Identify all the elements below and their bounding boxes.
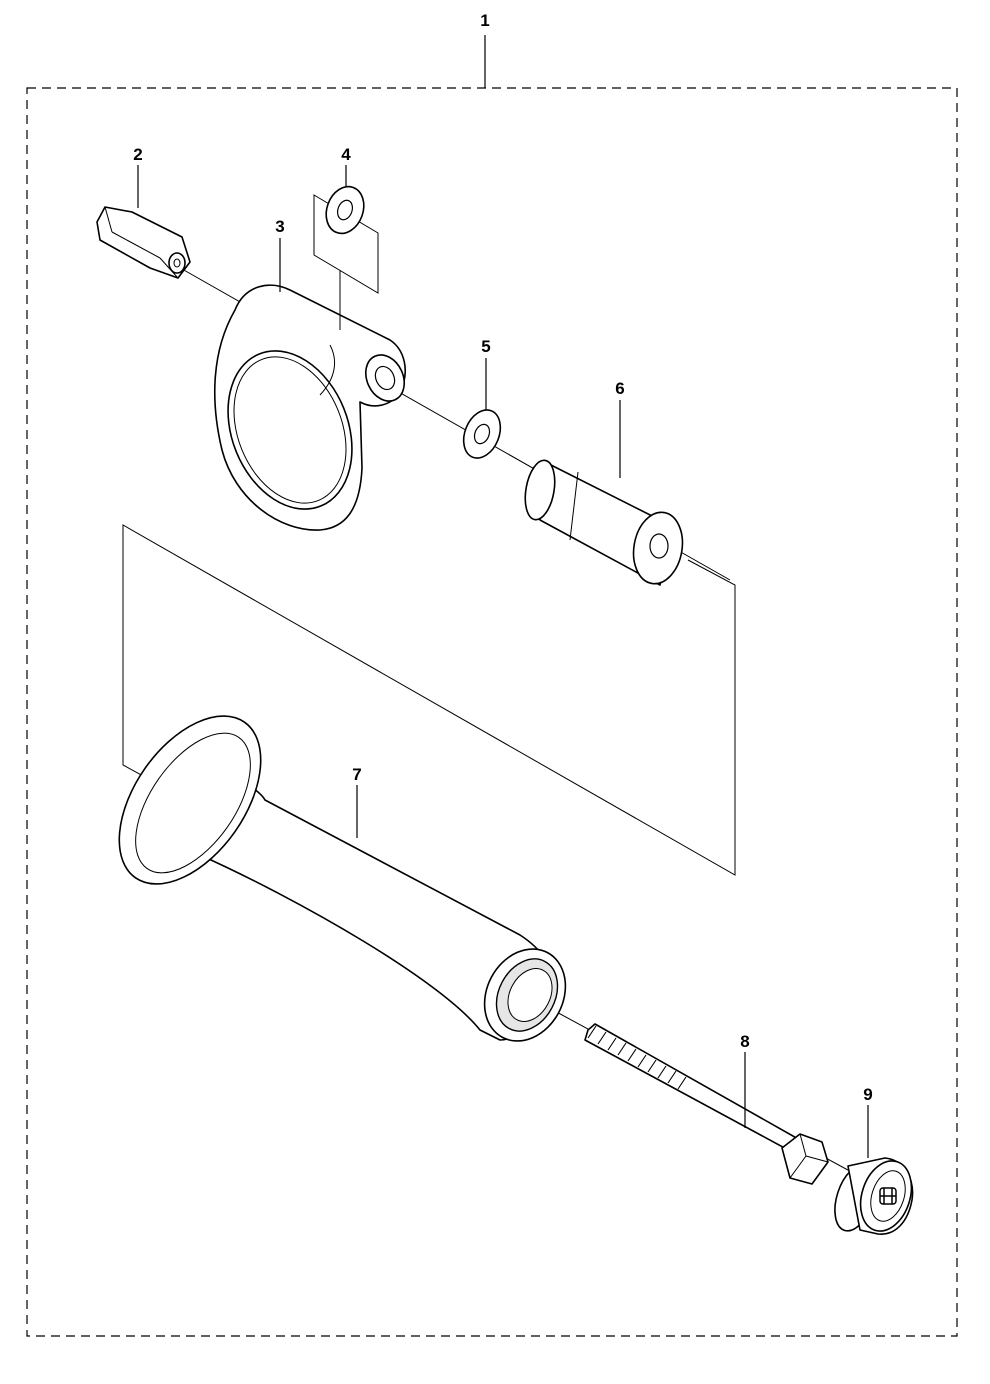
callout-5: 5 <box>481 337 490 356</box>
assembly-boundary <box>26 87 958 1337</box>
callout-9: 9 <box>863 1085 872 1104</box>
callout-6: 6 <box>615 379 624 398</box>
part-2-hex-nut <box>96 206 191 279</box>
callout-8: 8 <box>740 1032 749 1051</box>
part-8-bolt <box>584 1023 829 1185</box>
part-3-clamp <box>213 284 406 531</box>
logo-icon <box>879 1187 897 1205</box>
callout-3: 3 <box>275 217 284 236</box>
part-4-washer <box>313 185 379 330</box>
part-5-washer <box>462 409 502 459</box>
callout-7: 7 <box>352 765 361 784</box>
callout-2: 2 <box>133 145 142 164</box>
callout-1: 1 <box>480 11 489 30</box>
part-6-sleeve <box>524 459 684 586</box>
part-7-handle <box>118 715 567 1042</box>
callout-4: 4 <box>341 145 351 164</box>
part-9-cap <box>834 1157 914 1235</box>
